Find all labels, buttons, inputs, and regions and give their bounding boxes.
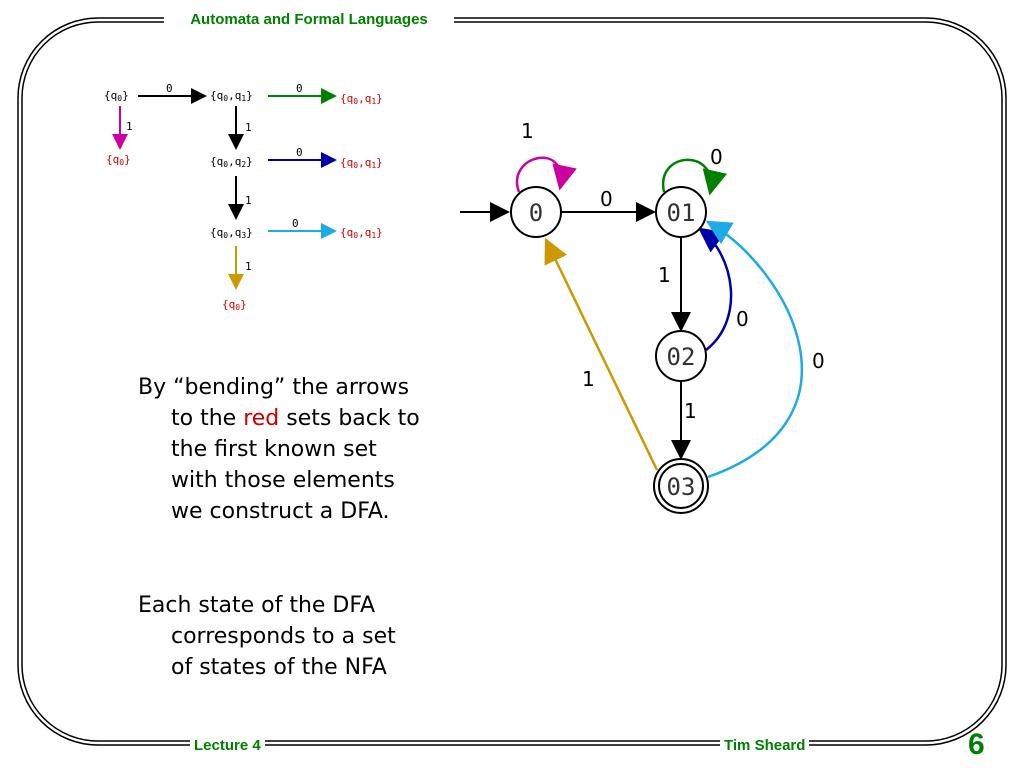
- edge-label-1: 1: [684, 399, 697, 423]
- state-label: 03: [667, 473, 696, 501]
- text-line: to the red sets back to: [138, 403, 420, 434]
- edge-label-1: 1: [658, 263, 671, 287]
- edge-02-to-01: [697, 227, 733, 351]
- edge-label-0: 0: [166, 82, 173, 95]
- edge-label-1: 1: [245, 260, 252, 273]
- edge-03-to-01: [705, 220, 804, 479]
- edge-label-0: 0: [292, 217, 299, 230]
- edge-label-1: 1: [126, 120, 133, 133]
- edge-label-1: 1: [245, 194, 252, 207]
- edge-label-0: 0: [812, 349, 825, 373]
- text-fragment: sets back to: [279, 406, 420, 431]
- edge-label-0: 0: [710, 145, 723, 169]
- text-line: we construct a DFA.: [171, 499, 390, 524]
- edge-label-1: 1: [245, 121, 252, 134]
- text-line: with those elements: [171, 468, 395, 493]
- red-word: red: [243, 406, 280, 431]
- text-fragment: to the: [171, 406, 244, 431]
- red-set-q0: {q0}: [222, 298, 247, 312]
- page-number: 6: [968, 728, 985, 761]
- edge-label-1: 1: [582, 367, 595, 391]
- set-q0: {q0}: [104, 89, 129, 103]
- edge-label-0: 0: [296, 82, 303, 95]
- state-03-accepting: 03: [653, 458, 709, 514]
- text-line: of states of the NFA: [171, 655, 387, 680]
- footer-author: Tim Sheard: [720, 737, 810, 754]
- edge-03-to-0: [544, 237, 659, 471]
- edge-label-0: 0: [296, 146, 303, 159]
- state-02: 02: [655, 330, 707, 382]
- edge-01-loop: [661, 158, 728, 196]
- explanation-paragraph-1: By “bending” the arrows to the red sets …: [138, 372, 420, 527]
- state-01: 01: [655, 186, 707, 238]
- text-line: By “bending” the arrows: [138, 375, 410, 400]
- edge-label-0: 0: [736, 307, 749, 331]
- text-line: the first known set: [171, 437, 377, 462]
- state-label: 02: [667, 343, 696, 371]
- state-label: 01: [667, 199, 696, 227]
- slide-header-title: Automata and Formal Languages: [164, 11, 454, 28]
- state-label: 0: [529, 199, 543, 227]
- edge-0-loop: [515, 156, 577, 193]
- text-line: corresponds to a set: [171, 624, 396, 649]
- explanation-paragraph-2: Each state of the DFA corresponds to a s…: [138, 590, 396, 683]
- edge-label-1: 1: [521, 119, 534, 143]
- red-set-q0: {q0}: [106, 153, 131, 167]
- state-0: 0: [510, 186, 562, 238]
- edge-label-0: 0: [600, 187, 613, 211]
- text-line: Each state of the DFA: [138, 593, 376, 618]
- footer-lecture: Lecture 4: [190, 737, 265, 754]
